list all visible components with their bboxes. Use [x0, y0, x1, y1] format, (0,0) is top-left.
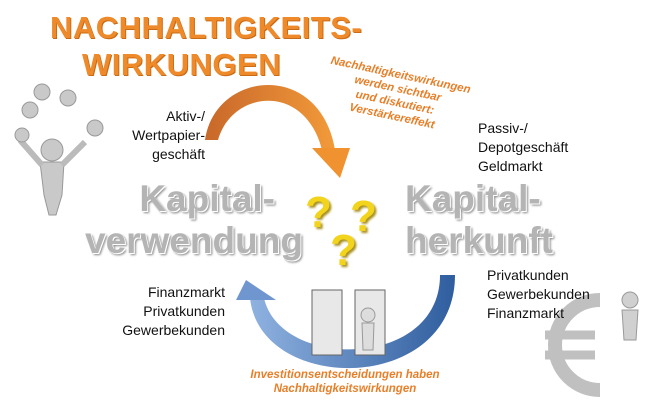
left-bottom-labels: Finanzmarkt Privatkunden Gewerbekunden [85, 283, 225, 340]
label-line: Gewerbekunden [487, 286, 590, 302]
right-top-labels: Passiv-/ Depotgeschäft Geldmarkt [478, 119, 568, 176]
big-line: herkunft [405, 220, 553, 261]
label-line: geschäft [152, 146, 205, 162]
big-line: Kapital- [139, 178, 275, 219]
title-line-1: NACHHALTIGKEITS- [50, 10, 363, 45]
kapitalverwendung: Kapital- verwendung [85, 178, 303, 262]
bottom-note-line: Investitionsentscheidungen haben [250, 369, 440, 381]
label-line: Gewerbekunden [122, 322, 225, 338]
label-line: Privatkunden [143, 303, 225, 319]
door-figure [311, 289, 386, 356]
juggler-figure [14, 83, 104, 216]
question-mark: ? [330, 226, 357, 275]
question-mark: ? [305, 188, 332, 237]
title-line-2: WIRKUNGEN [82, 47, 282, 82]
kapitalherkunft: Kapital- herkunft [405, 178, 553, 262]
label-line: Finanzmarkt [487, 305, 565, 321]
label-line: Aktiv-/ [166, 108, 205, 124]
label-line: Wertpapier- [132, 127, 205, 143]
label-line: Privatkunden [487, 267, 569, 283]
bottom-note: Investitionsentscheidungen haben Nachhal… [245, 368, 445, 396]
label-line: Geldmarkt [478, 158, 543, 174]
bottom-blue-arrow [236, 275, 455, 369]
euro-figure [545, 291, 639, 397]
label-line: Passiv-/ [478, 120, 528, 136]
big-line: Kapital- [405, 178, 541, 219]
left-top-labels: Aktiv-/ Wertpapier- geschäft [100, 107, 205, 164]
right-bottom-labels: Privatkunden Gewerbekunden Finanzmarkt [487, 266, 590, 323]
big-line: verwendung [85, 220, 303, 261]
label-line: Finanzmarkt [147, 284, 225, 300]
question-mark: ? [350, 192, 377, 241]
bottom-note-line: Nachhaltigkeitswirkungen [273, 383, 417, 395]
label-line: Depotgeschäft [478, 139, 569, 155]
top-orange-arrow [205, 85, 350, 178]
